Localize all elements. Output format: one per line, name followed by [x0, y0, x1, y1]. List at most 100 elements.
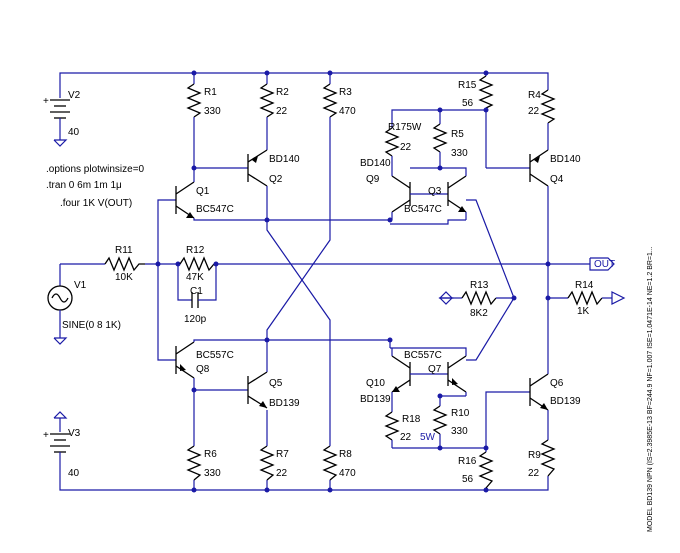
r10-value: 330 [451, 426, 468, 437]
output-node: OUT R14 1K [545, 257, 626, 317]
input-network: R11 10K R12 47K C1 120p [60, 199, 590, 361]
crossover-wires [264, 117, 331, 446]
r7-name: R7 [276, 449, 289, 460]
q9-r17-r5-block: R175W 22 R5 330 BD140 Q9 [360, 107, 486, 220]
r11-value: 10K [115, 272, 133, 283]
q1-transistor: Q1 BC547C [175, 168, 393, 223]
r5-value: 330 [451, 148, 468, 159]
q4-model: BD140 [550, 154, 581, 165]
left-bottom-resistors: R6 330 R7 22 R8 470 [186, 387, 356, 481]
directive-tran: .tran 0 6m 1m 1μ [46, 180, 122, 191]
model-directive: MODEL BD139 NPN (IS=2.3985E-13 BF=244.9 … [647, 246, 654, 532]
v1-value: SINE(0 8 1K) [62, 320, 121, 331]
rails [59, 70, 549, 493]
r1-name: R1 [204, 87, 217, 98]
bottom-rail-wire [59, 476, 549, 491]
r8-value: 470 [339, 468, 356, 479]
r16-value: 56 [462, 474, 474, 485]
r18-value: 22 [400, 432, 412, 443]
r5-name: R5 [451, 129, 464, 140]
out-label: OUT [594, 259, 615, 270]
r3-name: R3 [339, 87, 352, 98]
battery-v3: + V3 40 [43, 411, 81, 479]
r12-value: 47K [186, 272, 204, 283]
r13-network: R13 8K2 [438, 199, 517, 361]
svg-text:+: + [43, 430, 49, 441]
q7-q10-block: Q10 BD139 Q7 BC557C R18 22 5W R10 330 [360, 340, 489, 452]
r4-name: R4 [528, 90, 541, 101]
top-rail-wire [59, 72, 549, 90]
directive-four: .four 1K V(OUT) [60, 198, 132, 209]
q9-name: Q9 [366, 174, 380, 185]
q5-model: BD139 [269, 398, 300, 409]
r17-value: 22 [400, 142, 412, 153]
q7-name: Q7 [428, 364, 442, 375]
q6-model: BD139 [550, 396, 581, 407]
r18-extra: 5W [420, 432, 436, 443]
r9-resistor: R9 22 [528, 439, 556, 479]
q2-transistor: BD140 Q2 [194, 149, 300, 220]
q1-name: Q1 [196, 186, 210, 197]
r11-name: R11 [115, 245, 133, 256]
q8-model: BC557C [196, 350, 234, 361]
r6-value: 330 [204, 468, 221, 479]
r16-resistor: R16 56 [458, 391, 530, 489]
q3-transistor: Q3 BC547C [390, 167, 467, 225]
svg-text:+: + [43, 96, 49, 107]
r9-name: R9 [528, 450, 541, 461]
c1-value: 120p [184, 314, 207, 325]
sine-source-v1: V1 SINE(0 8 1K) [47, 264, 121, 345]
r15-name: R15 [458, 80, 477, 91]
r14-value: 1K [577, 306, 590, 317]
r10-name: R10 [451, 408, 470, 419]
q7-model: BC557C [404, 350, 442, 361]
q3-model: BC547C [404, 204, 442, 215]
q4-transistor: BD140 Q4 [486, 149, 581, 264]
q6-transistor: Q6 BD139 [529, 264, 581, 440]
q1-model: BC547C [196, 204, 234, 215]
r13-name: R13 [470, 280, 489, 291]
v1-name: V1 [74, 280, 87, 291]
r4-resistor: R4 22 [528, 89, 556, 150]
r15-resistor: R15 56 [458, 75, 494, 168]
c1-name: C1 [190, 286, 203, 297]
q5-transistor: Q5 BD139 [194, 340, 300, 409]
r7-value: 22 [276, 468, 288, 479]
r16-name: R16 [458, 456, 477, 467]
r3-value: 470 [339, 106, 356, 117]
out-port [589, 257, 615, 271]
q4-name: Q4 [550, 174, 564, 185]
v2-name: V2 [68, 90, 81, 101]
v2-value: 40 [68, 127, 80, 138]
r9-value: 22 [528, 468, 540, 479]
r18-name: R18 [402, 414, 421, 425]
r13-value: 8K2 [470, 308, 488, 319]
q3-name: Q3 [428, 186, 442, 197]
left-top-resistors: R1 330 R2 22 R3 470 [186, 83, 356, 171]
r12-name: R12 [186, 245, 205, 256]
spice-directives: .options plotwinsize=0 .tran 0 6m 1m 1μ … [46, 164, 145, 209]
r2-value: 22 [276, 106, 288, 117]
q2-model: BD140 [269, 154, 300, 165]
v3-value: 40 [68, 468, 80, 479]
r2-name: R2 [276, 87, 289, 98]
v3-name: V3 [68, 428, 81, 439]
q6-name: Q6 [550, 378, 564, 389]
r17-label: R175W [388, 122, 422, 133]
directive-options: .options plotwinsize=0 [46, 164, 145, 175]
q2-name: Q2 [269, 174, 283, 185]
r8-name: R8 [339, 449, 352, 460]
q8-name: Q8 [196, 364, 210, 375]
q10-model: BD139 [360, 394, 391, 405]
q9-model: BD140 [360, 158, 391, 169]
r4-value: 22 [528, 106, 540, 117]
q10-name: Q10 [366, 378, 385, 389]
q5-name: Q5 [269, 378, 283, 389]
r6-name: R6 [204, 449, 217, 460]
q8-transistor: BC557C Q8 [175, 337, 393, 390]
r15-value: 56 [462, 98, 474, 109]
r1-value: 330 [204, 106, 221, 117]
battery-v2: + V2 40 [43, 90, 81, 147]
